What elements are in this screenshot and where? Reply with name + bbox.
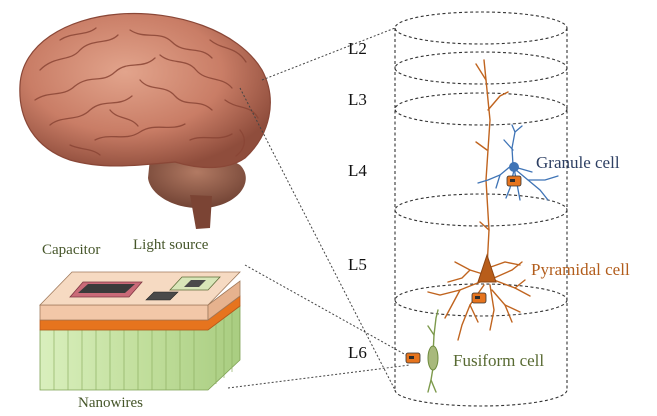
layer-boundary-top	[395, 12, 567, 44]
pyramidal-cell-label: Pyramidal cell	[531, 261, 630, 278]
brain-illustration	[20, 13, 270, 229]
device-body-front	[40, 305, 208, 320]
implant-icon-pyramidal	[472, 293, 486, 303]
layer-label-l4: L4	[348, 162, 367, 179]
capacitor-element	[70, 282, 142, 297]
layer-label-l5: L5	[348, 256, 367, 273]
layer-label-l6: L6	[348, 344, 367, 361]
layer-label-l2: L2	[348, 40, 367, 57]
layer-boundary-l4	[395, 194, 567, 226]
layer-label-l3: L3	[348, 91, 367, 108]
brain-stem-shape	[190, 195, 212, 229]
fusiform-cell-label: Fusiform cell	[453, 352, 544, 369]
pyramidal-soma	[478, 255, 496, 282]
capacitor-label: Capacitor	[42, 243, 100, 258]
fusiform-cell	[428, 310, 438, 392]
neural-implant-device	[40, 272, 240, 390]
implant-icon-fusiform	[406, 353, 420, 363]
connector-device-bottom	[228, 365, 410, 388]
layer-boundary-l3	[395, 93, 567, 125]
granule-cell-label: Granule cell	[536, 154, 620, 171]
light-source-label: Light source	[133, 238, 208, 253]
fusiform-soma	[428, 346, 438, 370]
layer-boundary-l2	[395, 52, 567, 84]
connector-device-top	[245, 265, 415, 360]
layer-boundary-bottom	[395, 390, 567, 406]
implant-icon-granule	[507, 176, 521, 186]
granule-soma	[509, 162, 519, 172]
connector-brain-top	[262, 28, 395, 80]
nanowires-label: Nanowires	[78, 396, 143, 411]
cerebrum-shape	[20, 13, 270, 167]
pyramidal-apical-dendrite	[484, 60, 490, 268]
